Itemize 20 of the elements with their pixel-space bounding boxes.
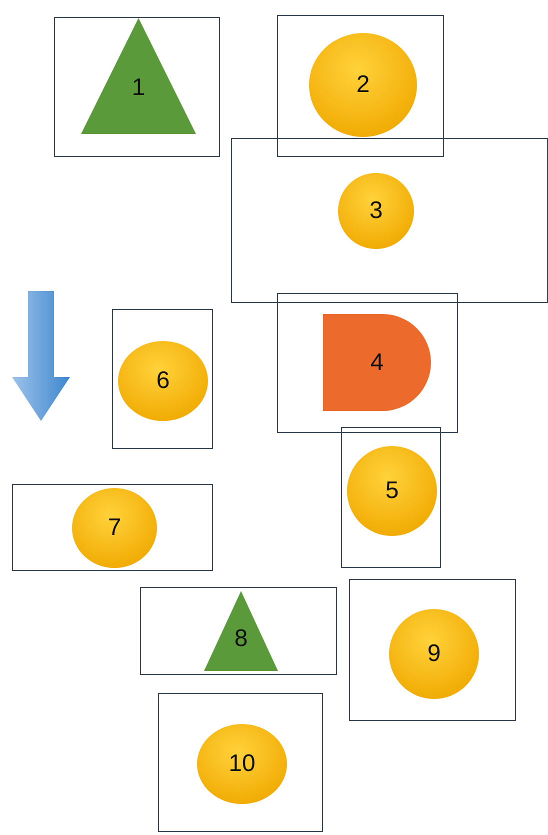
frame-box <box>54 17 220 157</box>
shape-number: 9 <box>427 640 441 668</box>
frame-box <box>158 693 323 832</box>
shape-number: 5 <box>385 477 399 505</box>
frame-box <box>341 427 441 568</box>
shape-number: 1 <box>132 74 146 102</box>
shape-number: 10 <box>228 750 256 778</box>
shape-number: 3 <box>369 197 383 225</box>
shape-number: 2 <box>356 71 370 99</box>
shape-number: 4 <box>370 348 384 376</box>
shape-number: 6 <box>156 367 170 395</box>
frame-box <box>277 293 458 433</box>
frame-box <box>12 484 213 571</box>
shape-number: 7 <box>108 514 122 542</box>
frame-box <box>277 15 444 157</box>
frame-box <box>231 138 548 303</box>
frame-box <box>349 579 516 721</box>
shape-number: 8 <box>234 625 248 653</box>
frame-box <box>140 587 337 675</box>
frame-box <box>112 309 213 449</box>
